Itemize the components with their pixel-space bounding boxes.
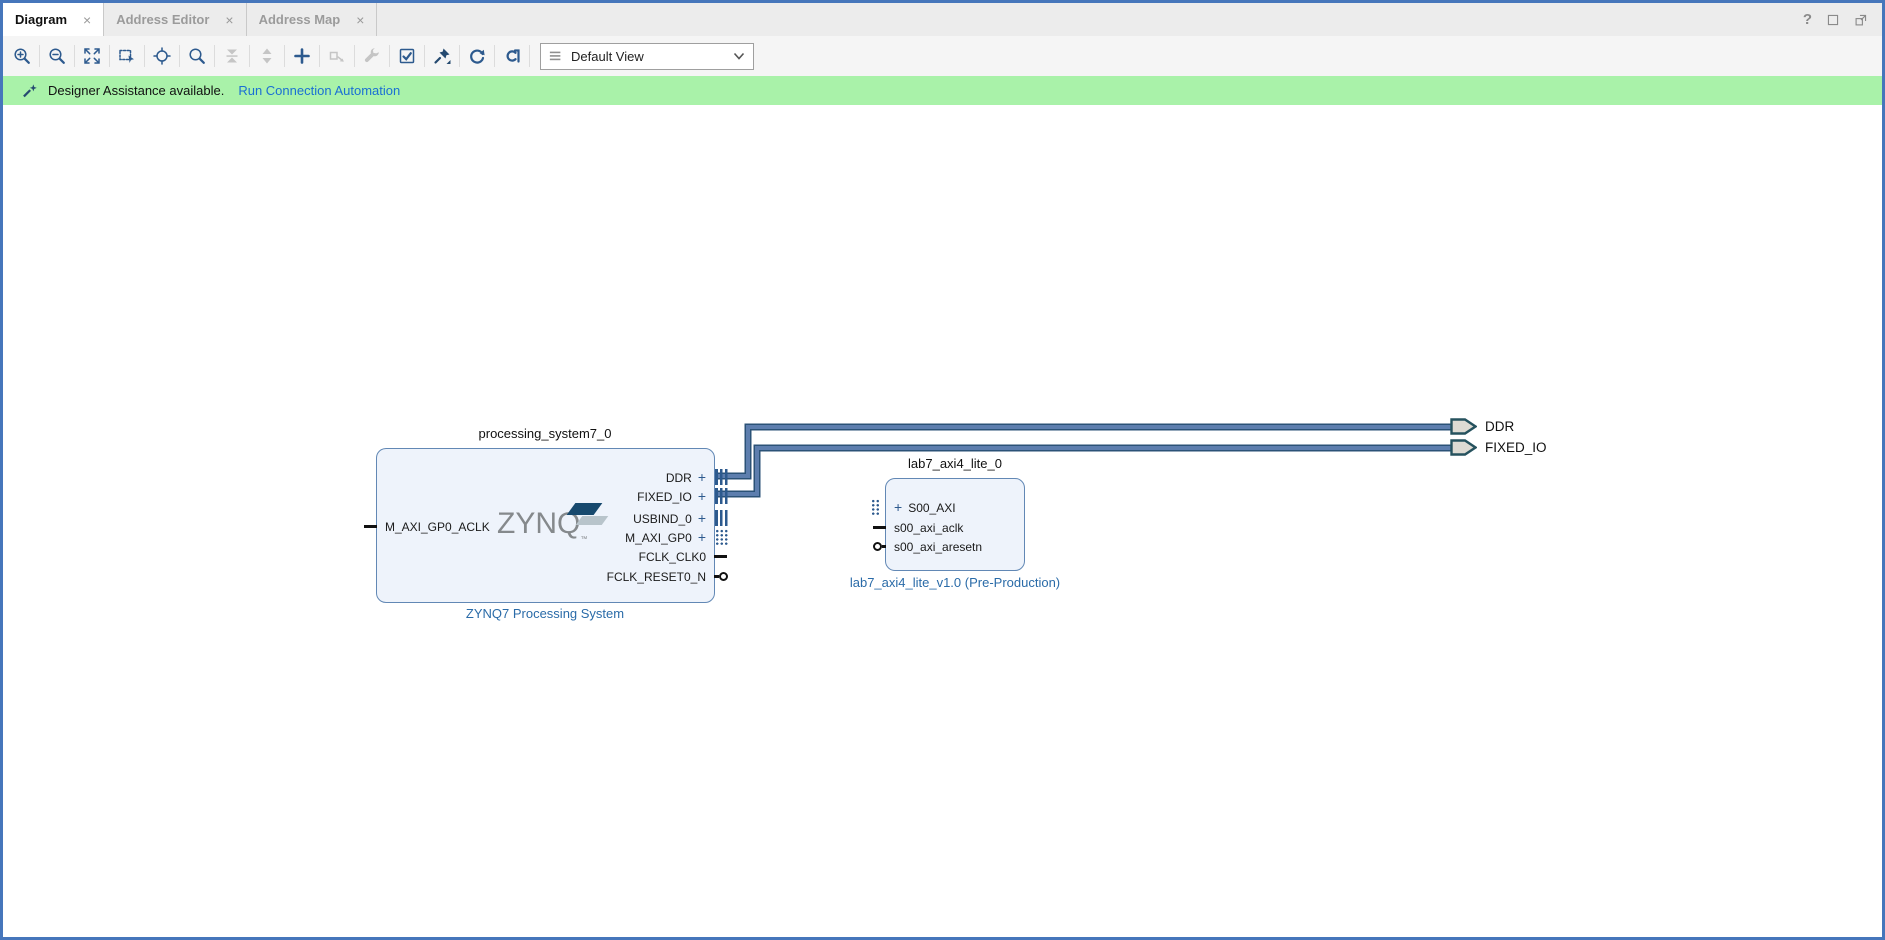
expand-icon[interactable]: + [697,469,706,485]
close-icon[interactable]: × [356,11,365,28]
port-m-axi-gp0-aclk[interactable]: M_AXI_GP0_ACLK [385,520,490,534]
assistance-banner: Designer Assistance available. Run Conne… [3,76,1882,105]
external-port-fixed-io[interactable] [1450,439,1477,456]
tab-label: Address Editor [116,12,210,27]
customize-block-icon[interactable] [357,42,387,70]
port-ddr[interactable]: DDR+ [665,469,706,485]
block-lab7-axi4-lite[interactable]: +S00_AXI s00_axi_aclk s00_axi_aresetn [871,478,1025,571]
tab-diagram[interactable]: Diagram × [3,3,105,36]
pin-stub-s00-aresetn [882,545,886,548]
tab-label: Diagram [15,12,68,27]
external-port-ddr[interactable] [1450,418,1477,435]
port-usbind-0[interactable]: USBIND_0+ [633,510,706,526]
regenerate-layout-icon[interactable] [462,42,492,70]
fit-view-icon[interactable] [77,42,107,70]
view-selector-dropdown[interactable]: Default View [540,42,754,70]
view-selector-value: Default View [571,48,644,64]
zynq-logo: ZYNQ™ [497,503,609,543]
help-icon[interactable]: ? [1802,11,1812,28]
port-s00-axi-aresetn[interactable]: s00_axi_aresetn [894,540,983,554]
add-ip-icon[interactable] [287,42,317,70]
wand-icon [23,84,37,98]
external-port-label-fixed-io: FIXED_IO [1485,440,1547,455]
port-s00-axi[interactable]: +S00_AXI [894,499,956,515]
interface-stub-fixed-io [715,488,728,504]
block-title-ps7: processing_system7_0 [478,426,612,441]
toolbar: Default View ⚙ [3,36,1882,95]
port-m-axi-gp0[interactable]: M_AXI_GP0+ [625,529,706,545]
logo-arrow-light [575,516,609,525]
close-icon[interactable]: × [225,11,234,28]
optimize-routing-icon[interactable] [497,42,527,70]
connection-wires [717,423,1455,498]
zoom-out-icon[interactable] [42,42,72,70]
port-s00-axi-aclk[interactable]: s00_axi_aclk [894,521,964,535]
pin-stub-aclk [364,525,377,528]
port-fixed-io[interactable]: FIXED_IO+ [637,488,706,504]
collapse-hierarchy-icon[interactable] [217,42,247,70]
zoom-to-selection-icon[interactable] [112,42,142,70]
zoom-in-icon[interactable] [7,42,37,70]
block-title-lab7: lab7_axi4_lite_0 [908,456,1002,471]
search-icon[interactable] [182,42,212,70]
window-controls: ? [1803,3,1882,36]
interface-stub-s00-axi [871,499,880,515]
run-connection-automation-link[interactable]: Run Connection Automation [238,83,401,98]
tab-address-editor[interactable]: Address Editor × [104,3,247,36]
float-icon[interactable] [1854,13,1868,27]
expand-icon[interactable]: + [697,510,706,526]
maximize-icon[interactable] [1826,13,1840,27]
expand-icon[interactable]: + [697,488,706,504]
pin-stub-fclk-clk0 [714,555,727,558]
block-type-lab7: lab7_axi4_lite_v1.0 (Pre-Production) [849,575,1061,590]
pin-bubble-fclk-reset0 [719,572,728,581]
expand-icon[interactable]: + [894,499,903,515]
tab-bar: Diagram × Address Editor × Address Map ×… [3,3,1882,37]
block-processing-system7[interactable]: M_AXI_GP0_ACLK DDR+ FIXED_IO+ USBIND_0+ … [364,448,728,603]
close-icon[interactable]: × [83,11,92,28]
port-fclk-reset0-n[interactable]: FCLK_RESET0_N [606,570,706,584]
validate-design-icon[interactable] [392,42,422,70]
pin-icon[interactable] [427,42,457,70]
interface-stub-m-axi-gp0 [715,529,728,545]
autofit-selection-icon[interactable] [147,42,177,70]
logo-arrow-dark [566,503,603,515]
diagram-canvas[interactable]: processing_system7_0 M_AXI_GP0_ACLK DDR+… [3,105,1882,937]
block-type-ps7: ZYNQ7 Processing System [465,606,625,621]
make-external-icon[interactable] [322,42,352,70]
interface-stub-ddr [715,469,728,485]
interface-stub-usbind [715,510,728,526]
expand-hierarchy-icon[interactable] [252,42,282,70]
list-icon [549,51,561,61]
tab-address-map[interactable]: Address Map × [246,3,378,36]
chevron-down-icon [733,52,745,60]
banner-message: Designer Assistance available. [48,83,225,98]
expand-icon[interactable]: + [697,529,706,545]
port-fclk-clk0[interactable]: FCLK_CLK0 [638,550,706,564]
tab-label: Address Map [258,12,341,27]
external-port-label-ddr: DDR [1485,419,1515,434]
pin-stub-s00-aclk [873,526,886,529]
pin-bubble-s00-aresetn [873,542,882,551]
pin-stub-fclk-reset0 [714,575,719,578]
